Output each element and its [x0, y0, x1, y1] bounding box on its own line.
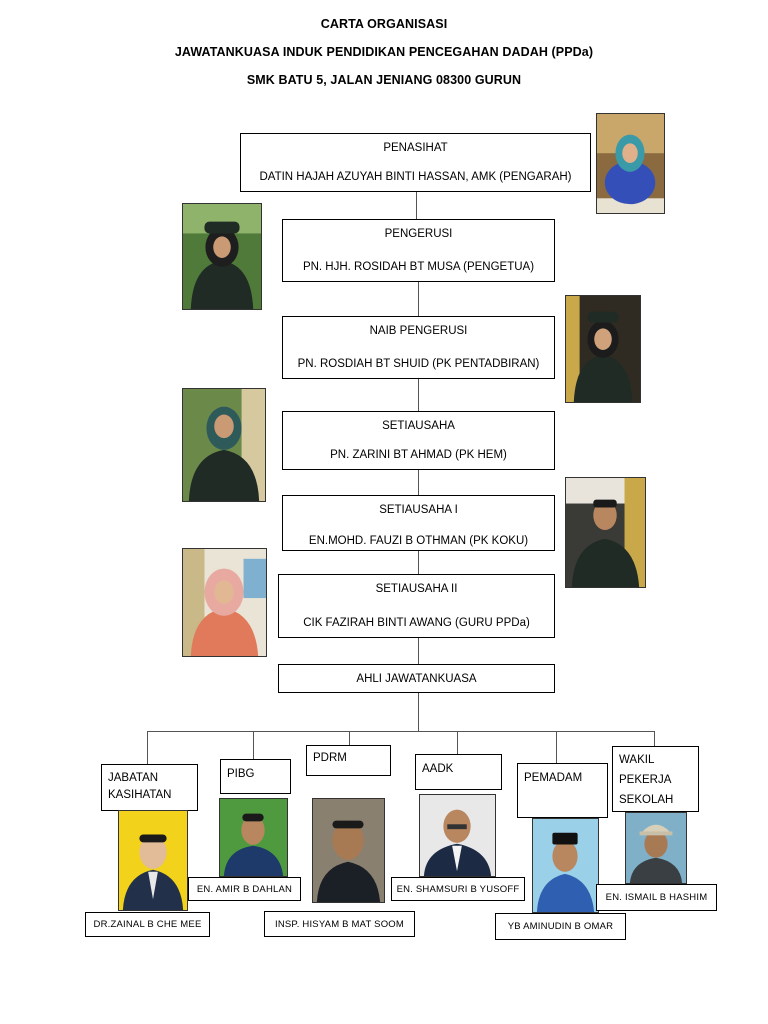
role-label: SETIAUSAHA II	[375, 583, 458, 595]
member-photo-wakil-pekerja	[625, 812, 687, 884]
member-photo-jabatan-kesihatan	[118, 810, 188, 911]
vice-chairman-box: NAIB PENGERUSI PN. ROSDIAH BT SHUID (PK …	[282, 316, 555, 379]
connector-line	[654, 731, 655, 746]
secretary-2-box: SETIAUSAHA II CIK FAZIRAH BINTI AWANG (G…	[278, 574, 555, 638]
role-label: SETIAUSAHA I	[379, 504, 458, 516]
member-name-label: INSP. HISYAM B MAT SOOM	[264, 911, 415, 937]
member-photo-pibg	[219, 798, 288, 877]
role-label: NAIB PENGERUSI	[369, 325, 468, 337]
member-name-label: EN. ISMAIL B HASHIM	[596, 884, 717, 911]
member-name-label: DR.ZAINAL B CHE MEE	[85, 912, 210, 937]
person-name: PN. ROSDIAH BT SHUID (PK PENTADBIRAN)	[297, 358, 540, 370]
committee-members-box: AHLI JAWATANKUASA	[278, 664, 555, 693]
secretary-photo	[182, 388, 266, 502]
member-name-label: YB AMINUDIN B OMAR	[495, 913, 626, 940]
role-label: PENASIHAT	[383, 142, 448, 154]
vice-chairman-photo	[565, 295, 641, 403]
connector-line	[253, 731, 254, 759]
school-address: SMK BATU 5, JALAN JENIANG 08300 GURUN	[246, 73, 522, 87]
connector-line	[418, 379, 419, 411]
person-name: EN.MOHD. FAUZI B OTHMAN (PK KOKU)	[308, 535, 529, 547]
connector-line	[418, 282, 419, 316]
group-pemadam: PEMADAM	[517, 763, 608, 818]
secretary-2-photo	[182, 548, 267, 657]
committee-label: AHLI JAWATANKUASA	[356, 672, 477, 685]
group-label: KASIHATAN	[108, 789, 172, 801]
secretary-box: SETIAUSAHA PN. ZARINI BT AHMAD (PK HEM)	[282, 411, 555, 470]
connector-line	[418, 638, 419, 664]
group-label: PEKERJA	[619, 774, 672, 786]
secretary-1-photo	[565, 477, 646, 588]
connector-line	[556, 731, 557, 763]
advisor-photo	[596, 113, 665, 214]
member-photo-pemadam	[532, 818, 599, 913]
connector-line	[418, 551, 419, 574]
advisor-box: PENASIHAT DATIN HAJAH AZUYAH BINTI HASSA…	[240, 133, 591, 192]
chairman-photo	[182, 203, 262, 310]
group-label: PIBG	[227, 768, 255, 780]
group-label: SEKOLAH	[619, 794, 674, 806]
group-label: WAKIL	[619, 754, 655, 766]
role-label: SETIAUSAHA	[382, 420, 455, 432]
group-aadk: AADK	[415, 754, 502, 790]
secretary-1-box: SETIAUSAHA I EN.MOHD. FAUZI B OTHMAN (PK…	[282, 495, 555, 551]
member-photo-pdrm	[312, 798, 385, 903]
person-name: CIK FAZIRAH BINTI AWANG (GURU PPDa)	[303, 617, 530, 629]
group-label: PEMADAM	[524, 772, 583, 784]
member-name-label: EN. SHAMSURI B YUSOFF	[391, 877, 525, 901]
group-label: JABATAN	[108, 772, 159, 784]
person-name: PN. HJH. ROSIDAH BT MUSA (PENGETUA)	[302, 261, 535, 273]
group-pibg: PIBG	[220, 759, 291, 794]
group-wakil-pekerja-sekolah: WAKIL PEKERJA SEKOLAH	[612, 746, 699, 812]
group-label: PDRM	[313, 752, 347, 764]
person-name: DATIN HAJAH AZUYAH BINTI HASSAN, AMK (PE…	[259, 171, 572, 183]
connector-line	[416, 192, 417, 220]
member-name-label: EN. AMIR B DAHLAN	[188, 877, 301, 901]
person-name: PN. ZARINI BT AHMAD (PK HEM)	[330, 449, 507, 461]
branch-line	[147, 731, 655, 732]
connector-line	[147, 731, 148, 764]
chairman-box: PENGERUSI PN. HJH. ROSIDAH BT MUSA (PENG…	[282, 219, 555, 282]
member-photo-aadk	[419, 794, 496, 877]
connector-line	[418, 470, 419, 495]
connector-line	[457, 731, 458, 754]
group-jabatan-kesihatan: JABATAN KASIHATAN	[101, 764, 198, 811]
group-label: AADK	[422, 763, 454, 775]
chart-title: CARTA ORGANISASI	[320, 17, 448, 31]
group-pdrm: PDRM	[306, 745, 391, 776]
connector-line	[349, 731, 350, 745]
role-label: PENGERUSI	[384, 228, 453, 240]
connector-line	[418, 693, 419, 731]
committee-title: JAWATANKUASA INDUK PENDIDIKAN PENCEGAHAN…	[174, 45, 594, 59]
